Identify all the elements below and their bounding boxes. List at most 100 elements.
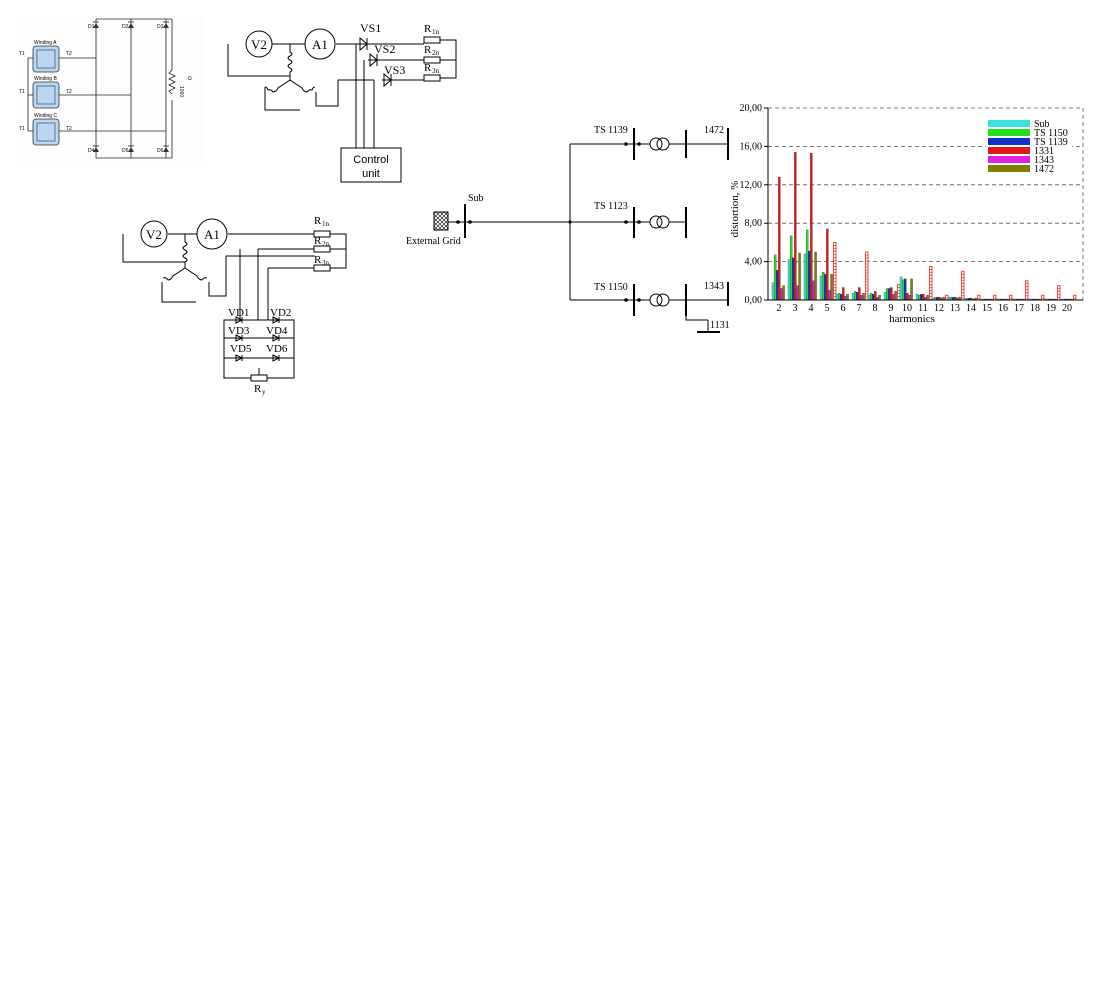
bar-sub-h5 [819,275,823,301]
bar-ts-1150-h5 [821,272,825,301]
svg-text:VD6: VD6 [266,343,288,355]
x-tick-label: 13 [950,303,960,314]
diode-d2: D2 [122,21,134,30]
legend-label: Sub [1034,119,1050,130]
external-grid-label: External Grid [406,236,461,247]
bar-1472-h6 [846,294,849,301]
bus-1343-label: 1343 [704,281,724,292]
x-tick-label: 2 [777,303,782,314]
bar-sub-h3 [787,259,791,301]
legend-label: TS 1150 [1034,128,1068,139]
y-tick-label: 8,00 [745,218,763,229]
diode-d5: D5 [122,145,134,154]
legend-label: 1343 [1034,155,1054,166]
bar-1343-h2 [780,288,783,301]
svg-text:y: y [262,388,266,396]
svg-text:R: R [314,235,322,247]
transformer-icon [649,137,663,151]
svg-text:D2: D2 [122,24,129,30]
bar-ts-1150-h6 [837,293,841,301]
load-resistor-unit: Ω [188,76,192,82]
x-tick-label: 15 [982,303,992,314]
hatched-bar-h7 [865,251,869,301]
resistor-r3n: R 3n [313,254,331,272]
bar-1331-h2 [778,176,781,301]
voltmeter-v2-label: V2 [146,227,162,242]
bar-sub-h6 [835,294,839,301]
thyristor-vs3: VS3 [383,63,405,88]
bus-1472-label: 1472 [704,125,724,136]
x-axis-label: harmonics [889,313,935,325]
bar-1343-h7 [860,295,863,301]
diode-d6: D6 [157,145,169,154]
bar-sub-h9 [883,292,887,301]
x-tick-label: 4 [809,303,814,314]
bar-1331-h10 [906,293,909,301]
bar-ts-1150-h11 [917,295,921,301]
sub-label: Sub [468,193,484,204]
control-unit-line2: unit [362,168,380,180]
resistor-r1n: R 1n [313,215,331,238]
resistor-r2n: R 2n [313,235,331,253]
bar-1472-h5 [830,273,833,301]
x-tick-label: 6 [841,303,846,314]
svg-text:2n: 2n [322,240,330,248]
diode-vd1: VD1 [228,307,249,324]
bar-1331-h4 [810,152,813,301]
bar-1343-h3 [796,285,799,301]
ts1150-label: TS 1150 [594,282,628,293]
chart-bars [771,152,1077,301]
bar-1472-h10 [910,278,913,301]
x-tick-label: 17 [1014,303,1024,314]
bar-1331-h7 [858,287,861,301]
rectifier-panel: V2 A1 R 1n R 2n R 3n VD1 VD2 VD3 VD4 VD5… [122,215,347,396]
x-tick-label: 12 [934,303,944,314]
legend-label: TS 1139 [1034,137,1068,148]
ammeter-a1-label: A1 [312,37,328,52]
bus-1131-label: 1131 [710,320,730,331]
diode-vd4: VD4 [266,325,288,342]
bar-ts-1139-h11 [920,294,923,301]
diode-d3: D3 [157,21,169,30]
t2-label-c: T2 [66,126,72,132]
bar-1331-h8 [874,291,877,301]
svg-text:VS3: VS3 [384,63,405,77]
ammeter-a1-label: A1 [204,227,220,242]
legend-swatch [988,165,1030,172]
hatched-bar-h16 [1009,294,1013,301]
bar-1472-h4 [814,251,817,301]
external-grid-icon [433,211,449,231]
bar-ts-1150-h10 [901,279,905,301]
diode-d1: D1 [88,21,99,30]
svg-text:R: R [254,383,262,395]
legend-swatch [988,147,1030,154]
svg-text:D4: D4 [88,148,95,154]
hatched-bar-h5 [833,241,837,301]
bar-ts-1139-h9 [888,288,891,301]
hatched-bar-h15 [993,294,997,301]
resistor-r3n: R 3n [423,62,441,82]
legend-swatch [988,138,1030,145]
diode-vd2: VD2 [270,307,291,324]
thyristor-vs1: VS1 [359,21,381,52]
y-tick-label: 0,00 [745,295,763,306]
bar-ts-1150-h7 [853,291,857,301]
bar-1331-h11 [922,294,925,301]
bar-1472-h7 [862,293,865,301]
winding-a: Winding A T1 T2 [19,40,72,73]
x-tick-label: 11 [918,303,928,314]
svg-text:D5: D5 [122,148,129,154]
bar-1331-h6 [842,287,845,301]
bar-1472-h8 [878,295,881,301]
resistor-ry: R y [250,368,268,396]
ts1123-label: TS 1123 [594,201,628,212]
x-tick-label: 8 [873,303,878,314]
bar-ts-1150-h8 [869,293,873,301]
x-tick-label: 3 [793,303,798,314]
bar-1472-h3 [798,252,801,301]
thyristor-panel: V2 A1 VS1 VS2 VS3 R 1n R 2n [227,21,457,183]
svg-text:2n: 2n [432,49,440,57]
svg-text:3n: 3n [322,259,330,267]
hatched-bar-h20 [1073,294,1077,301]
